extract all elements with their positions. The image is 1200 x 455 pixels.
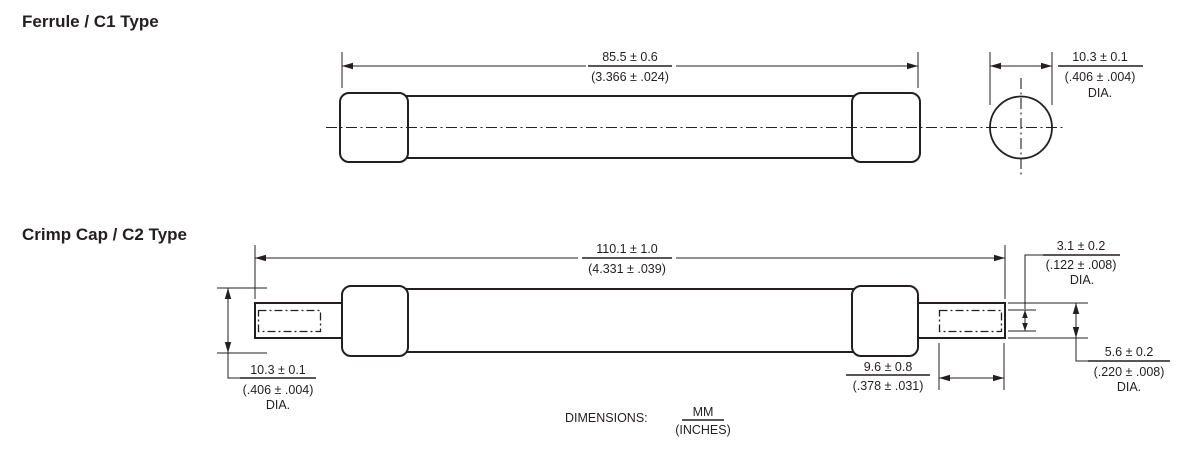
length-inches-value: (4.331 ± .039): [588, 262, 666, 276]
extension-lines: [254, 245, 1006, 299]
diameter-mm-value: 10.3 ± 0.1: [1072, 50, 1128, 64]
crimp-c2-title: Crimp Cap / C2 Type: [22, 225, 187, 244]
arrowhead-right: [993, 374, 1004, 382]
crimp-length-dimension: 110.1 ± 1.0 (4.331 ± .039): [254, 242, 1006, 299]
terminal-length-inches-value: (.378 ± .031): [853, 379, 924, 393]
length-inches-value: (3.366 ± .024): [591, 70, 669, 84]
arrowhead-right: [994, 254, 1005, 262]
cap-diameter-inches-value: (.406 ± .004): [243, 383, 314, 397]
right-terminal-crimp-core: [938, 309, 1003, 333]
arrowhead-up: [1072, 303, 1080, 314]
left-terminal-pin: [254, 302, 343, 339]
left-crimp-cap: [341, 285, 409, 357]
diameter-inches-value: (.406 ± .004): [1065, 70, 1136, 84]
left-terminal-crimp-core: [257, 309, 322, 333]
fuse-body: [405, 288, 855, 353]
arrowhead-right: [907, 62, 918, 70]
extension-lines: [217, 287, 267, 354]
crimp-cap-diameter-dimension: 10.3 ± 0.1 (.406 ± .004) DIA.: [217, 287, 316, 412]
dimensions-unit-mm: MM: [693, 405, 714, 419]
terminal-diameter-dimension: 5.6 ± 0.2 (.220 ± .008) DIA.: [1008, 302, 1170, 394]
extension-lines: [1008, 302, 1088, 339]
core-diameter-inches-value: (.122 ± .008): [1046, 258, 1117, 272]
core-diameter-dia-label: DIA.: [1070, 273, 1094, 287]
arrowhead-down: [1072, 327, 1080, 338]
arrowhead-up: [1022, 310, 1028, 318]
arrowhead-left: [255, 254, 266, 262]
dimensions-note: DIMENSIONS: MM (INCHES): [565, 405, 731, 437]
ferrule-c1-section: Ferrule / C1 Type 85.5 ± 0.6 (3.366 ± .0…: [22, 12, 1143, 178]
dimensions-note-label: DIMENSIONS:: [565, 411, 648, 425]
crimp-c2-section: Crimp Cap / C2 Type 110.1 ± 1.0 (4.331 ±…: [22, 225, 1170, 412]
extension-lines: [1008, 309, 1036, 332]
terminal-diameter-mm-value: 5.6 ± 0.2: [1105, 345, 1154, 359]
right-crimp-cap: [851, 285, 919, 357]
cap-diameter-dia-label: DIA.: [266, 398, 290, 412]
ferrule-diameter-dimension: 10.3 ± 0.1 (.406 ± .004) DIA.: [989, 50, 1143, 105]
terminal-diameter-inches-value: (.220 ± .008): [1094, 365, 1165, 379]
cap-diameter-mm-value: 10.3 ± 0.1: [250, 363, 306, 377]
terminal-length-dimension: 9.6 ± 0.8 (.378 ± .031): [846, 343, 1005, 393]
terminal-core-diameter-dimension: 3.1 ± 0.2 (.122 ± .008) DIA.: [1008, 239, 1120, 332]
leader-line: [227, 353, 240, 379]
right-terminal-pin: [917, 302, 1006, 339]
arrowhead-left: [342, 62, 353, 70]
ferrule-length-dimension: 85.5 ± 0.6 (3.366 ± .024): [341, 50, 919, 88]
terminal-diameter-dia-label: DIA.: [1117, 380, 1141, 394]
arrowhead-left: [990, 62, 1001, 70]
extension-lines: [989, 52, 1053, 105]
arrowhead-down: [224, 342, 232, 353]
length-mm-value: 85.5 ± 0.6: [602, 50, 658, 64]
leader-line: [1075, 338, 1088, 362]
length-mm-value: 110.1 ± 1.0: [596, 242, 658, 256]
dimensions-unit-inches: (INCHES): [675, 423, 731, 437]
core-diameter-mm-value: 3.1 ± 0.2: [1057, 239, 1106, 253]
arrowhead-left: [939, 374, 950, 382]
extension-lines: [938, 343, 1005, 390]
arrowhead-up: [224, 288, 232, 299]
terminal-length-mm-value: 9.6 ± 0.8: [864, 360, 913, 374]
diameter-dia-label: DIA.: [1088, 86, 1112, 100]
crimp-c2-side-view: [254, 285, 1006, 357]
leader-line: [1024, 254, 1043, 309]
arrowhead-down: [1022, 323, 1028, 331]
ferrule-c1-title: Ferrule / C1 Type: [22, 12, 159, 31]
arrowhead-right: [1041, 62, 1052, 70]
extension-lines: [341, 52, 919, 88]
